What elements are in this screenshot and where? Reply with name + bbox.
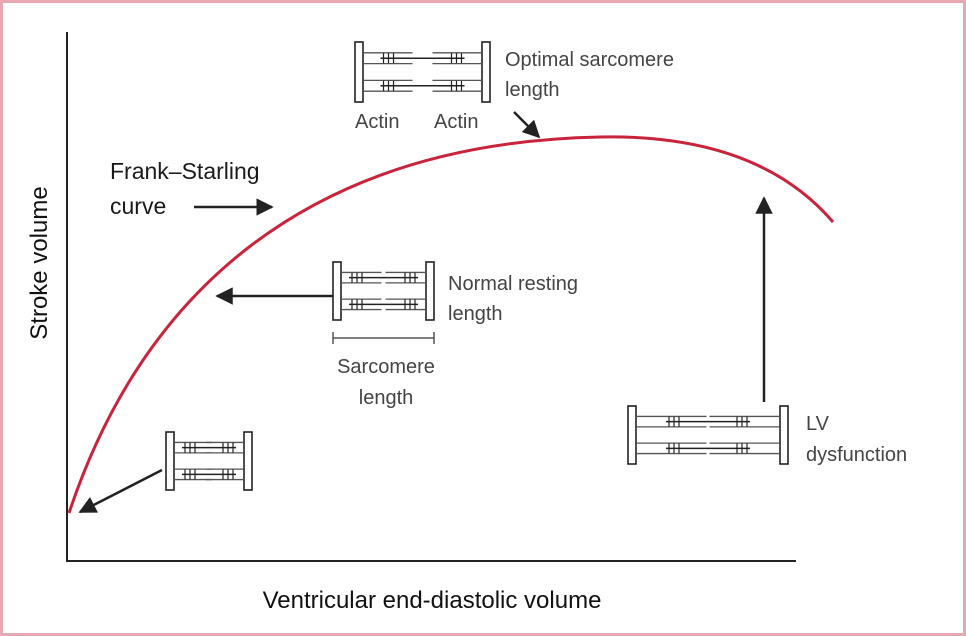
- z-disc-right: [243, 431, 253, 491]
- z-disc-left: [332, 261, 342, 321]
- sarcomere-normal: [332, 261, 435, 321]
- optimal-arrow: [513, 111, 541, 139]
- z-disc-right: [425, 261, 435, 321]
- z-disc-left: [354, 41, 364, 103]
- optimal-label-line1: Optimal sarcomere: [505, 49, 674, 71]
- short-arrow: [78, 468, 163, 514]
- curve-label-line1: Frank–Starling: [110, 158, 260, 184]
- normal-label-line2: length: [448, 303, 503, 325]
- actin-label-right: Actin: [434, 111, 478, 133]
- optimal-label-line2: length: [505, 79, 560, 101]
- sarcomere-label-line2: length: [359, 387, 414, 409]
- y-axis-label: Stroke volume: [26, 186, 53, 339]
- sarcomere-optimal: [354, 41, 491, 103]
- sarcomere-lv-dysfunction: [627, 405, 789, 465]
- z-disc-right: [779, 405, 789, 465]
- z-disc-left: [627, 405, 637, 465]
- sarcomere-label-line1: Sarcomere: [337, 356, 435, 378]
- curve-label-line2: curve: [110, 193, 166, 219]
- sarcomere-short: [165, 431, 253, 491]
- x-axis-label: Ventricular end-diastolic volume: [263, 587, 602, 614]
- frank-starling-curve: [67, 135, 835, 514]
- z-disc-right: [481, 41, 491, 103]
- normal-label-line1: Normal resting: [448, 273, 578, 295]
- lv-label-line1: LV: [806, 413, 830, 435]
- lv-label-line2: dysfunction: [806, 444, 907, 466]
- z-disc-left: [165, 431, 175, 491]
- actin-label-left: Actin: [355, 111, 399, 133]
